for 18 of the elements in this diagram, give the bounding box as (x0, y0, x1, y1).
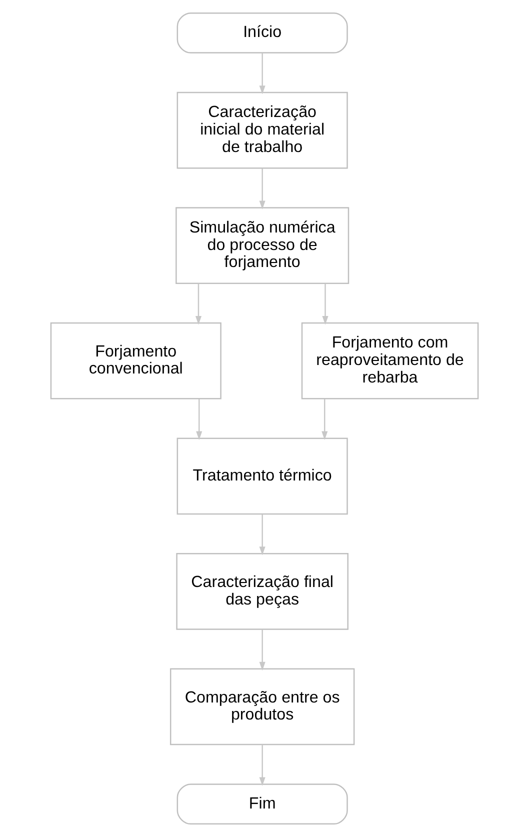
arrow (258, 53, 265, 94)
arrow (321, 398, 328, 440)
node-box: Forjamento convencional (50, 322, 221, 400)
arrow (322, 284, 328, 325)
arrow (194, 284, 202, 325)
arrow (258, 630, 265, 671)
node-box: Comparação entre os produtos (169, 668, 354, 746)
arrow (196, 398, 202, 440)
node-box: Simulação numérica do processo de forjamento (175, 207, 349, 284)
arrow (258, 744, 265, 786)
node-box: Tratamento térmico (176, 438, 348, 515)
node-box: Caracterização inicial do material de trabalho (176, 92, 348, 169)
arrow (258, 168, 265, 210)
node-box: Fim (176, 784, 348, 824)
node-box: Caracterização final das peças (176, 553, 348, 630)
arrow (258, 514, 265, 556)
node-box: Início (176, 12, 348, 54)
node-box: Forjamento com reaproveitamento de rebarba (300, 322, 478, 400)
